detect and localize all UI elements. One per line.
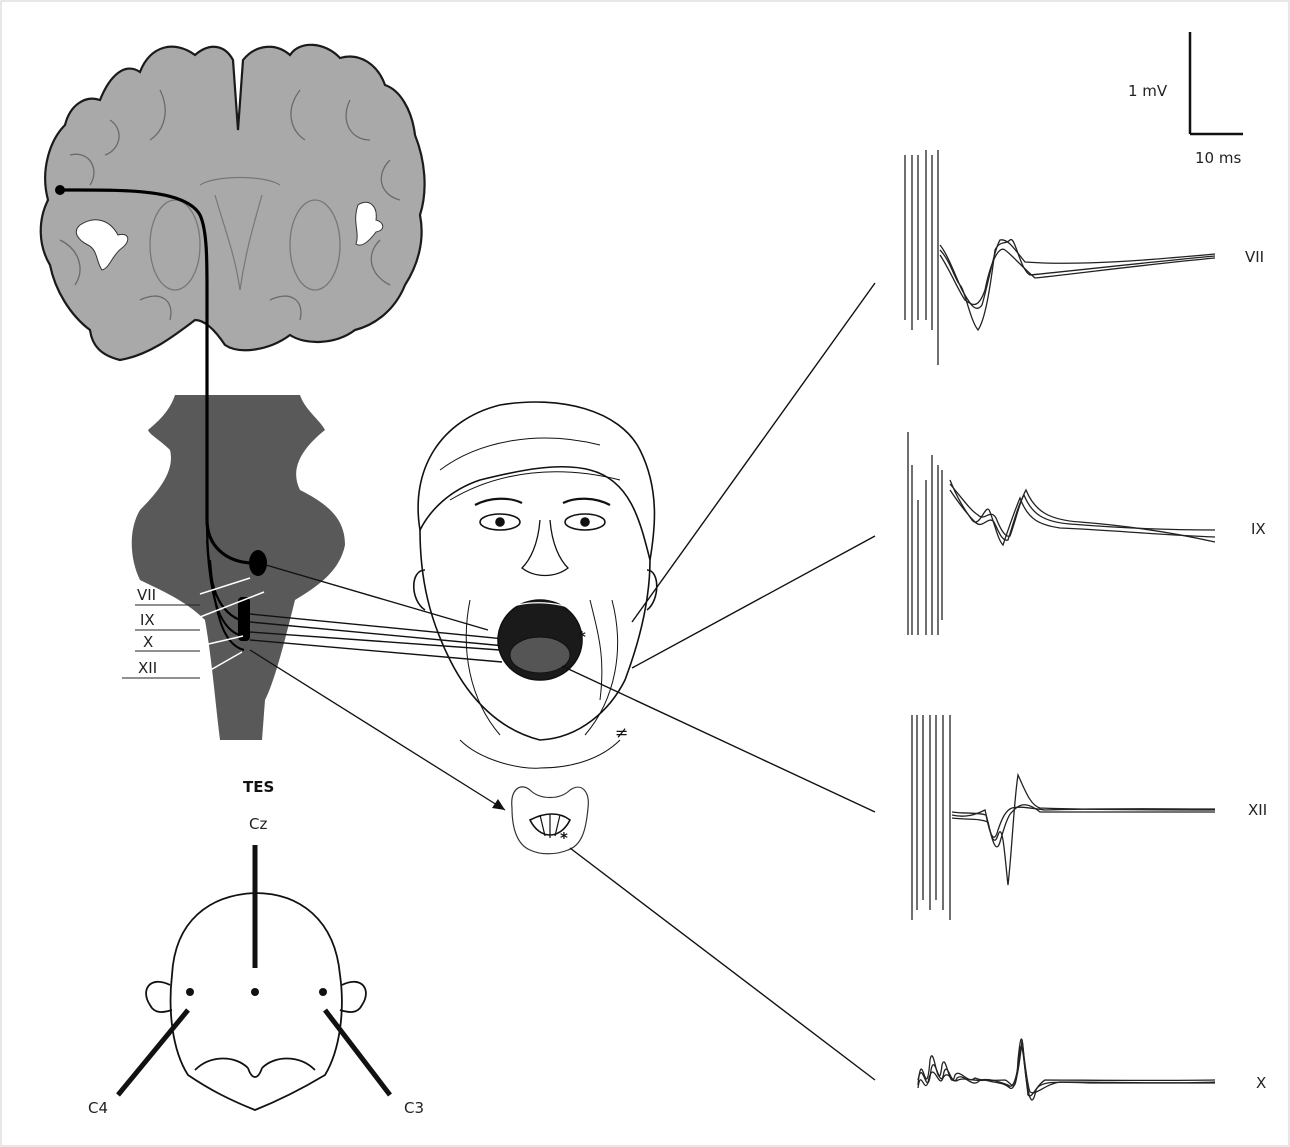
scale-bar	[1190, 32, 1243, 134]
electrode-c4	[186, 988, 194, 996]
electrode-label-c4: C4	[88, 1099, 108, 1117]
brainstem	[132, 395, 345, 740]
nerve-label-ix: IX	[140, 611, 155, 629]
trace-ix	[908, 432, 1215, 635]
tes-title: TES	[243, 778, 274, 796]
brain-coronal-section	[41, 45, 425, 360]
nerve-label-vii: VII	[137, 586, 156, 604]
face-electrode-asterisk: *	[578, 628, 586, 646]
trace-vii	[905, 150, 1215, 365]
scale-bar-time: 10 ms	[1195, 149, 1241, 167]
face-illustration	[414, 402, 657, 768]
trace-xii	[912, 715, 1215, 920]
trace-label-x: X	[1256, 1074, 1266, 1092]
electrode-c3	[319, 988, 327, 996]
trace-label-vii: VII	[1245, 248, 1264, 266]
tongue-electrode-asterisk: *	[560, 829, 568, 847]
neck-electrode-mark: ≠	[615, 723, 628, 742]
nerve-label-xii: XII	[138, 659, 157, 677]
tongue-illustration	[512, 787, 589, 854]
electrode-label-c3: C3	[404, 1099, 424, 1117]
trace-label-xii: XII	[1248, 801, 1267, 819]
electrode-label-cz: Cz	[249, 815, 267, 833]
trace-x	[918, 1039, 1215, 1100]
electrode-cz	[251, 988, 259, 996]
scale-bar-voltage: 1 mV	[1128, 82, 1168, 100]
trace-label-ix: IX	[1251, 520, 1266, 538]
nerve-label-x: X	[143, 633, 153, 651]
